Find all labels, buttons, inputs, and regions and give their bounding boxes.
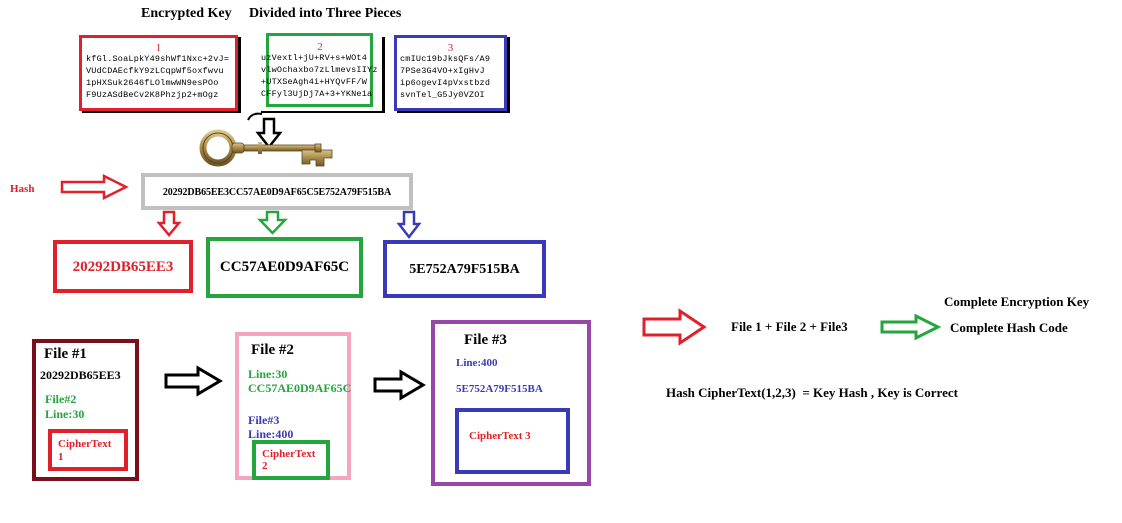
file-1-next-line: Line:30 (45, 407, 85, 421)
right-arrow-black-icon (164, 365, 223, 397)
file-3-hash: 5E752A79F515BA (456, 383, 543, 395)
file-2-hash: CC57AE0D9AF65C (248, 381, 352, 395)
key-piece-1-line: VUdCDAEcfkY9zLCqpWf5oxfwvu (86, 66, 224, 76)
complete-hash-label: Complete Hash Code (950, 320, 1068, 335)
file-1-next-file: File#2 (45, 392, 77, 406)
right-arrow-red-large-icon (642, 308, 707, 346)
file-2-title: File #2 (251, 342, 294, 358)
key-piece-2-line: vlwOchaxbo7zLlmevsIIYz (261, 65, 378, 75)
file-2-next-line: Line:400 (248, 427, 294, 441)
key-piece-2-frame (266, 33, 373, 107)
file-3-line: Line:400 (456, 357, 498, 369)
file-1-cipher-num: 1 (58, 451, 64, 463)
right-arrow-icon (60, 173, 129, 201)
key-icon (199, 129, 333, 167)
encrypted-key-heading: Encrypted Key (141, 6, 232, 21)
right-arrow-green-icon (880, 313, 942, 341)
key-piece-1-line: F9UzASdBeCv2K8Phzjp2+mOgz (86, 90, 219, 100)
down-arrow-blue-icon (396, 210, 422, 240)
key-piece-1-line: 1pHXSuk2646fLOlmwWN9esPOo (86, 78, 219, 88)
hash-label: Hash (10, 183, 35, 195)
file-3-title: File #3 (464, 332, 507, 348)
file-2-cipher-num: 2 (262, 460, 268, 472)
key-piece-2-number: 2 (317, 41, 323, 53)
key-piece-1: 1 kfGl.SoaLpkY49shWf1Nxc+2vJ= VUdCDAEcfk… (79, 35, 238, 111)
connector-curve (247, 112, 263, 121)
hash-part-1-text: 20292DB65EE3 (72, 259, 174, 275)
key-piece-2-line: +UTXSeAgh4i+HYQvFF/W (261, 77, 368, 87)
file-1-cipher-box: CipherText 1 (48, 429, 128, 471)
divided-heading: Divided into Three Pieces (249, 6, 402, 21)
file-1-cipher-label: CipherText (58, 438, 112, 450)
file-1-box: File #1 20292DB65EE3 File#2 Line:30 Ciph… (32, 339, 139, 481)
key-piece-2-line: CFFyl3UjDj7A+3+YKNe1a (261, 89, 373, 99)
file-2-box: File #2 Line:30 CC57AE0D9AF65C File#3 Li… (235, 332, 351, 480)
conclusion-text: Hash CipherText(1,2,3) = Key Hash , Key … (666, 385, 958, 400)
key-piece-1-line: kfGl.SoaLpkY49shWf1Nxc+2vJ= (86, 54, 230, 64)
key-piece-3-line: svnTel_G5Jy0VZOI (400, 90, 485, 100)
hash-part-3: 5E752A79F515BA (383, 240, 546, 298)
right-arrow-black-2-icon (373, 369, 426, 401)
file-1-hash: 20292DB65EE3 (40, 368, 121, 382)
key-piece-2-line: uzVextl+jU+RV+s+WOt4 (261, 53, 368, 63)
file-2-next-file: File#3 (248, 413, 280, 427)
key-piece-3-line: ip6ogevI4pVxstbzd (400, 78, 491, 88)
down-arrow-green-icon (257, 210, 288, 235)
hash-box: 20292DB65EE3CC57AE0D9AF65C5E752A79F515BA (141, 173, 413, 210)
key-piece-1-number: 1 (155, 42, 162, 54)
hash-part-1: 20292DB65EE3 (53, 240, 193, 293)
file-3-cipher-box: CipherText 3 (455, 408, 570, 474)
file-2-line: Line:30 (248, 367, 288, 381)
hash-part-2: CC57AE0D9AF65C (206, 237, 363, 298)
key-piece-3: 3 cmIUc19bJksQFs/A9 7PSe3G4VO+xIgHvJ ip6… (394, 35, 507, 111)
hash-part-2-text: CC57AE0D9AF65C (219, 259, 350, 275)
key-piece-3-number: 3 (447, 42, 454, 54)
file-1-title: File #1 (44, 346, 87, 362)
key-piece-2: 2 uzVextl+jU+RV+s+WOt4 vlwOchaxbo7zLlmev… (258, 33, 382, 111)
hash-value: 20292DB65EE3CC57AE0D9AF65C5E752A79F515BA (162, 187, 392, 198)
key-piece-3-line: 7PSe3G4VO+xIgHvJ (400, 66, 485, 76)
file-2-cipher-label: CipherText (262, 448, 316, 460)
file-3-cipher-label: CipherText 3 (469, 430, 531, 442)
down-arrow-red-icon (156, 210, 182, 237)
complete-key-label: Complete Encryption Key (944, 294, 1090, 309)
file-3-box: File #3 Line:400 5E752A79F515BA CipherTe… (431, 320, 591, 486)
down-arrow-icon (255, 117, 283, 150)
file-2-cipher-box: CipherText 2 (252, 440, 330, 480)
files-sum-label: File 1 + File 2 + File3 (731, 319, 848, 334)
hash-part-3-text: 5E752A79F515BA (409, 262, 520, 277)
key-piece-3-line: cmIUc19bJksQFs/A9 (400, 54, 491, 64)
